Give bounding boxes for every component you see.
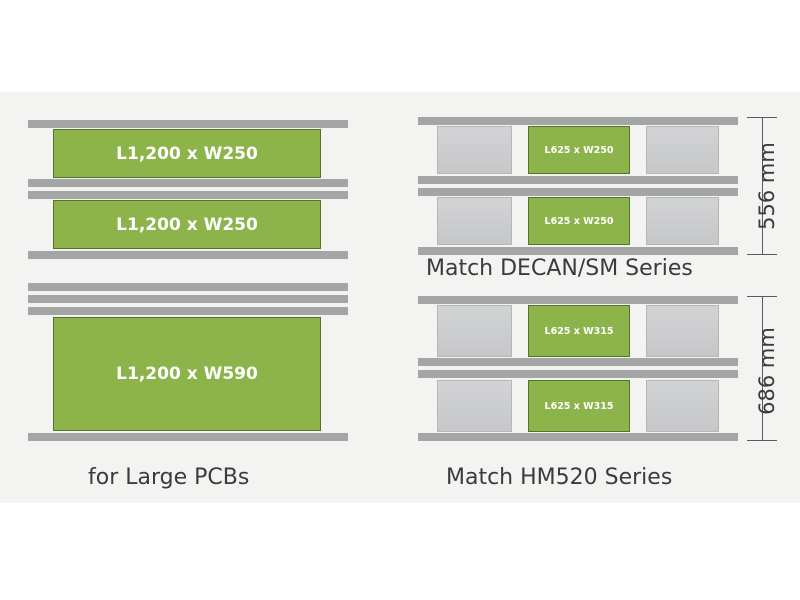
pcb-board-large: L1,200 x W590 [53,317,321,431]
rail [28,295,348,303]
rail [28,120,348,128]
dimension-label: 556 mm [755,142,779,230]
rail [418,117,738,125]
rail [418,370,738,378]
board-label: L1,200 x W590 [116,364,258,384]
pcb-board-top: L1,200 x W250 [53,129,321,178]
dimension-line [762,296,763,441]
rail [28,251,348,259]
grey-slot [437,380,512,432]
dimension-line [747,254,777,255]
caption-large-pcbs: for Large PCBs [88,465,250,490]
grey-slot [437,197,512,245]
rail [418,188,738,196]
grey-slot [646,380,719,432]
rail [28,191,348,199]
rail [418,296,738,304]
dimension-label: 686 mm [755,327,779,415]
dimension-line [747,440,777,441]
grey-slot [646,305,719,357]
rail [418,176,738,184]
board-label: L625 x W250 [544,215,614,227]
pcb-board-middle: L1,200 x W250 [53,200,321,249]
rail [418,358,738,366]
board-label: L625 x W250 [544,144,614,156]
pcb-board-small: L625 x W250 [528,197,630,245]
caption-hm520: Match HM520 Series [446,465,673,490]
board-label: L1,200 x W250 [116,143,258,164]
pcb-board-small: L625 x W315 [528,380,630,432]
rail [28,283,348,291]
pcb-board-small: L625 x W315 [528,305,630,357]
rail [28,307,348,315]
rail [28,179,348,187]
board-label: L625 x W315 [544,325,614,337]
grey-slot [646,126,719,174]
grey-slot [437,126,512,174]
board-label: L625 x W315 [544,400,614,412]
rail [418,247,738,255]
grey-slot [437,305,512,357]
rail [28,433,348,441]
caption-decan-sm: Match DECAN/SM Series [426,256,693,281]
grey-slot [646,197,719,245]
pcb-board-small: L625 x W250 [528,126,630,174]
dimension-line [762,117,763,255]
rail [418,433,738,441]
board-label: L1,200 x W250 [116,214,258,235]
